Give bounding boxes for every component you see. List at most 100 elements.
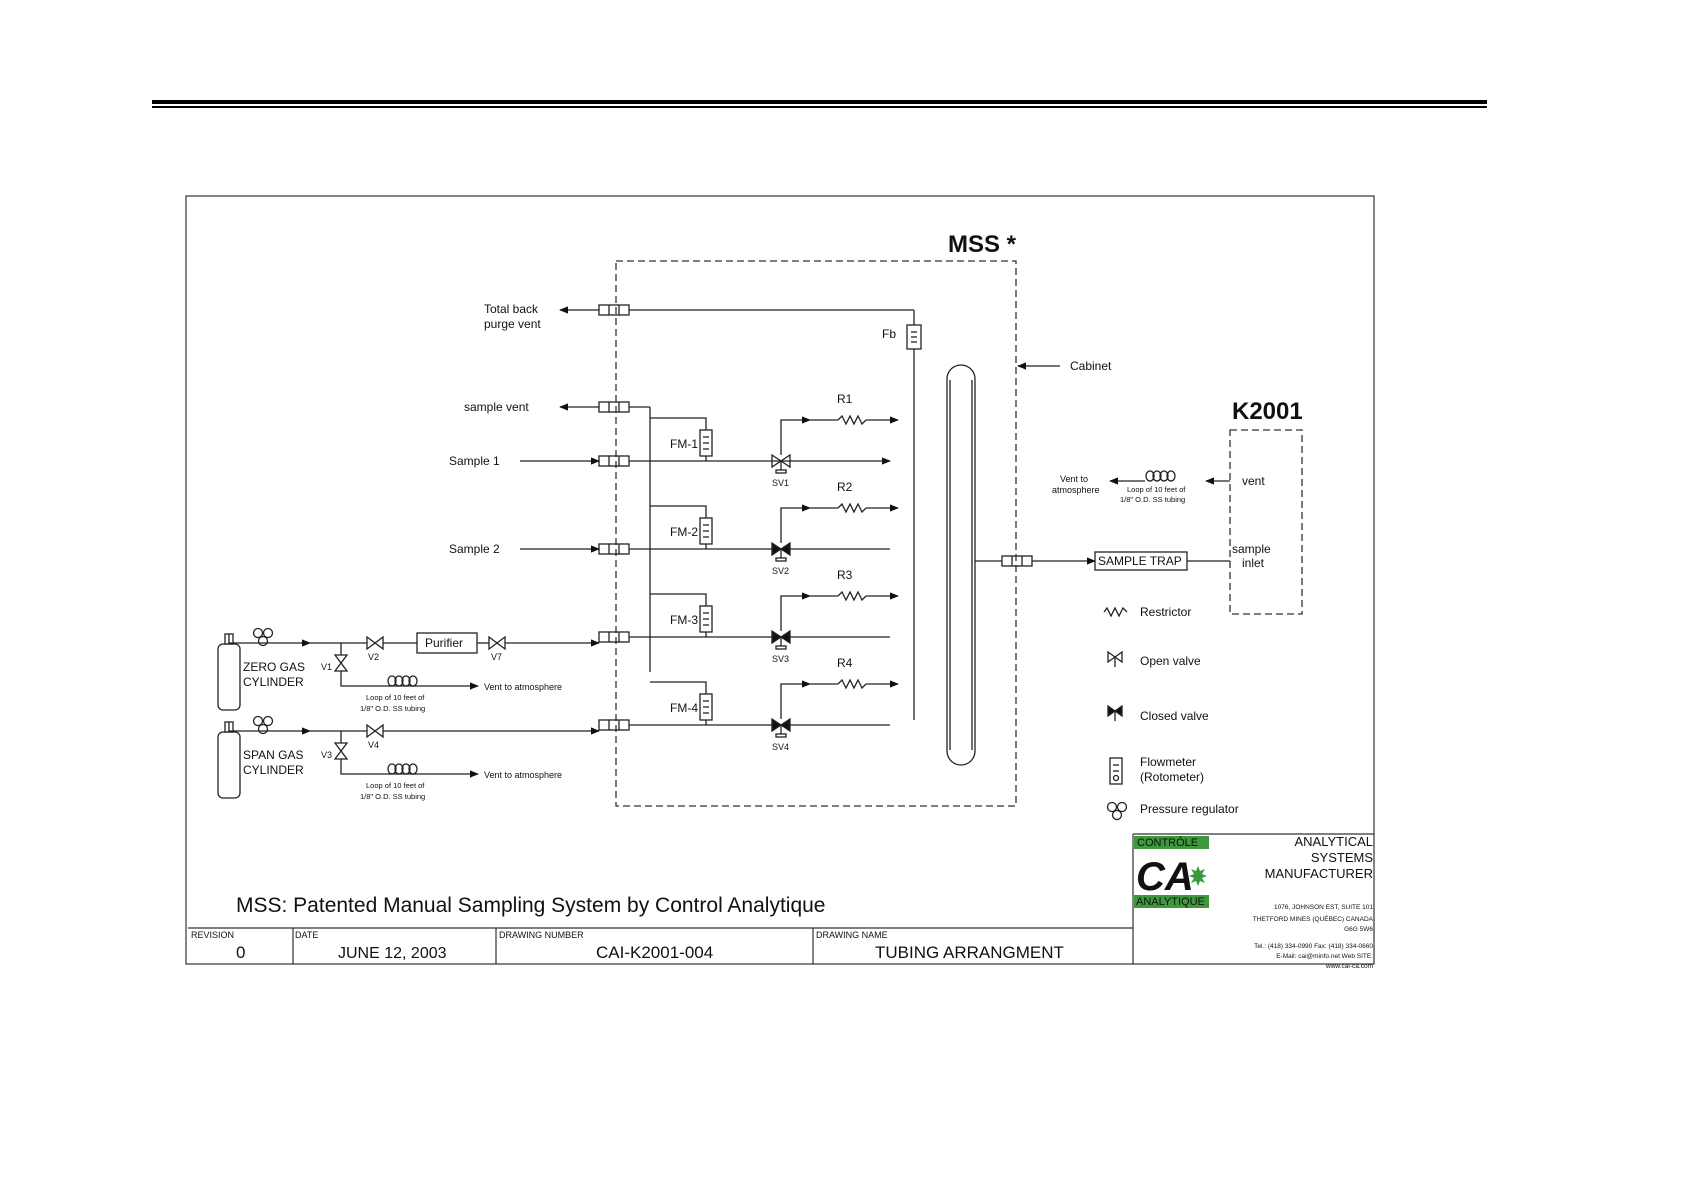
logo-top-text: CONTRÔLE — [1137, 836, 1198, 849]
header-rule-thin — [152, 106, 1487, 108]
v4-valve-icon — [366, 723, 384, 739]
company-contact-3: www.cai-ca.com — [1325, 963, 1373, 970]
r2-label: R2 — [837, 480, 853, 494]
cabinet-label: Cabinet — [1070, 359, 1112, 373]
restrictor-r1 — [837, 414, 867, 426]
sample-1-label: Sample 1 — [449, 454, 500, 468]
zero-tubing-loop — [387, 675, 418, 687]
r4-label: R4 — [837, 656, 853, 670]
revision-caption: REVISION — [191, 930, 234, 940]
legend-restrictor: Restrictor — [1140, 605, 1191, 619]
drawing-name-value: TUBING ARRANGMENT — [875, 943, 1064, 962]
zero-gas-label-1: ZERO GAS — [243, 660, 305, 674]
span-loop-1: Loop of 10 feet of — [366, 781, 425, 790]
sv3-valve-icon — [771, 629, 791, 650]
company-addr-3: G6G 5W6 — [1344, 926, 1373, 933]
header-rule-thick — [152, 100, 1487, 104]
company-addr-2: THETFORD MINES (QUÉBEC) CANADA — [1253, 914, 1374, 923]
purge-vent-label-1: Total back — [484, 302, 539, 316]
company-info: ANALYTICAL SYSTEMS MANUFACTURER 1076, JO… — [1253, 834, 1374, 970]
v7-valve-icon — [488, 635, 506, 651]
v4-label: V4 — [368, 740, 379, 750]
span-gas-label-2: CYLINDER — [243, 763, 304, 777]
r1-label: R1 — [837, 392, 853, 406]
date-value: JUNE 12, 2003 — [338, 945, 447, 962]
legend-open-valve-icon — [1107, 650, 1123, 667]
legend-closed-valve: Closed valve — [1140, 709, 1209, 723]
sample-vent-label: sample vent — [464, 400, 529, 414]
legend-flowmeter-2: (Rotometer) — [1140, 770, 1204, 784]
drawing-number-value: CAI-K2001-004 — [596, 943, 713, 962]
logo-bottom-text: ANALYTIQUE — [1136, 896, 1205, 908]
span-vent-label: Vent to atmosphere — [484, 770, 562, 780]
k2001-loop-2: 1/8" O.D. SS tubing — [1120, 495, 1185, 504]
drawing-number-caption: DRAWING NUMBER — [499, 930, 584, 940]
v2-label: V2 — [368, 652, 379, 662]
sample-trap-label: SAMPLE TRAP — [1098, 554, 1182, 568]
k2001-vent-label: vent — [1242, 474, 1265, 488]
fm4-label: FM-4 — [670, 701, 698, 715]
drawing-frame — [185, 195, 1375, 965]
company-name-2: SYSTEMS — [1311, 850, 1373, 865]
k2001-sample-label-1: sample — [1232, 542, 1271, 556]
fb-label: Fb — [882, 327, 896, 341]
legend-open-valve: Open valve — [1140, 654, 1201, 668]
pressure-regulator-zero-icon — [252, 627, 274, 647]
company-name-3: MANUFACTURER — [1265, 866, 1373, 881]
span-loop-2: 1/8" O.D. SS tubing — [360, 792, 425, 801]
legend-pressure-regulator: Pressure regulator — [1140, 802, 1239, 816]
fm2-label: FM-2 — [670, 525, 698, 539]
k2001-title: K2001 — [1232, 398, 1303, 425]
v3-valve-icon — [333, 742, 349, 760]
k2001-tubing-loop — [1145, 470, 1176, 482]
sample-2-label: Sample 2 — [449, 542, 500, 556]
restrictor-r2 — [837, 502, 867, 514]
sv4-label: SV4 — [772, 742, 789, 752]
legend-restrictor-icon — [1103, 606, 1128, 618]
span-gas-cylinder — [217, 721, 241, 799]
date-caption: DATE — [295, 930, 318, 940]
sv1-label: SV1 — [772, 478, 789, 488]
k2001-loop-1: Loop of 10 feet of — [1127, 485, 1186, 494]
zero-vent-label: Vent to atmosphere — [484, 682, 562, 692]
pressure-regulator-span-icon — [252, 715, 274, 735]
mss-cabinet — [615, 260, 1017, 807]
legend-flowmeter-icon — [1109, 757, 1123, 785]
company-name-1: ANALYTICAL — [1294, 834, 1373, 849]
zero-loop-1: Loop of 10 feet of — [366, 693, 425, 702]
legend-closed-valve-icon — [1107, 704, 1123, 721]
sv2-valve-icon — [771, 541, 791, 562]
drawing-name-caption: DRAWING NAME — [816, 930, 888, 940]
sample-manifold — [946, 364, 976, 766]
k2001-vent-to-1: Vent to — [1060, 474, 1088, 484]
title-block: REVISION 0 DATE JUNE 12, 2003 DRAWING NU… — [188, 833, 1374, 964]
r3-label: R3 — [837, 568, 853, 582]
span-gas-label-1: SPAN GAS — [243, 748, 303, 762]
revision-value: 0 — [236, 943, 245, 962]
zero-gas-label-2: CYLINDER — [243, 675, 304, 689]
fm3-label: FM-3 — [670, 613, 698, 627]
company-logo: CONTRÔLE CA ANALYTIQUE — [1134, 836, 1209, 908]
restrictor-r4 — [837, 678, 867, 690]
v1-valve-icon — [333, 654, 349, 672]
zero-loop-2: 1/8" O.D. SS tubing — [360, 704, 425, 713]
zero-gas-cylinder — [217, 633, 241, 711]
v3-label: V3 — [321, 750, 332, 760]
logo-mark: CA — [1136, 855, 1194, 899]
company-contact-1: Tel.: (418) 334-0990 Fax: (418) 334-0660 — [1254, 943, 1373, 950]
restrictor-r3 — [837, 590, 867, 602]
logo-star-icon — [1189, 866, 1207, 886]
legend-pressure-regulator-icon — [1106, 801, 1128, 821]
sv2-label: SV2 — [772, 566, 789, 576]
flowmeter-fm3 — [699, 605, 713, 633]
drawing-subtitle: MSS: Patented Manual Sampling System by … — [236, 894, 825, 917]
sv4-valve-icon — [771, 717, 791, 738]
v7-label: V7 — [491, 652, 502, 662]
flowmeter-fm4 — [699, 693, 713, 721]
k2001-vent-to-2: atmosphere — [1052, 485, 1100, 495]
legend: Restrictor Open valve Closed valve Flowm… — [1103, 605, 1239, 821]
flowmeter-fm2 — [699, 517, 713, 545]
flowmeter-fm1 — [699, 429, 713, 457]
v1-label: V1 — [321, 662, 332, 672]
